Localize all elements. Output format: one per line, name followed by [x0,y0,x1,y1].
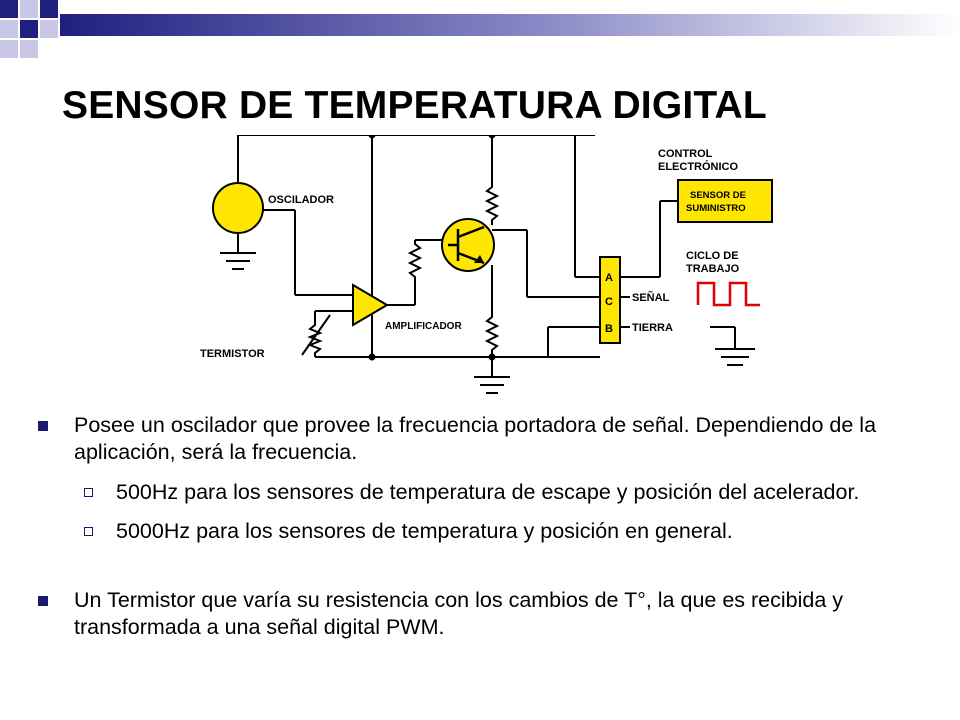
sub-bullet-item: 500Hz para los sensores de temperatura d… [38,479,938,506]
header-decoration [0,0,960,58]
pin-b-label: B [605,323,613,335]
supply-sensor-box [677,179,773,223]
bullet-list: Posee un oscilador que provee la frecuen… [38,412,938,654]
circuit-diagram: OSCILADOR AMPLIFICADOR TERMISTOR CONTROL… [200,135,773,394]
duty-label-line2: TRABAJO [686,263,740,275]
control-label-line2: ELECTRÓNICO [658,160,739,173]
supply-label-line2: SUMINISTRO [686,203,746,214]
amplifier-symbol [352,283,389,327]
square-bullet-icon [38,596,48,606]
bullet-item: Posee un oscilador que provee la frecuen… [38,412,938,466]
control-label-line1: CONTROL [658,148,713,160]
sub-bullet-text: 5000Hz para los sensores de temperatura … [116,519,733,543]
oscillator-symbol [212,182,264,234]
slide-title: SENSOR DE TEMPERATURA DIGITAL [62,84,767,127]
hollow-square-bullet-icon [84,527,93,536]
supply-label-line1: SENSOR DE [690,190,746,201]
bullet-text: Un Termistor que varía su resistencia co… [74,588,844,639]
sub-bullet-text: 500Hz para los sensores de temperatura d… [116,480,860,504]
sub-bullet-item: 5000Hz para los sensores de temperatura … [38,518,938,545]
pin-c-label: C [605,296,613,308]
duty-label-line1: CICLO DE [686,250,739,262]
connector-block [599,256,621,344]
oscillator-label: OSCILADOR [268,194,334,206]
square-bullet-icon [38,421,48,431]
pin-a-label: A [605,272,613,284]
thermistor-label: TERMISTOR [200,348,265,360]
pwm-waveform [696,281,760,307]
ground-label: TIERRA [632,322,673,334]
signal-label: SEÑAL [632,291,670,304]
bullet-text: Posee un oscilador que provee la frecuen… [74,413,877,464]
amplifier-label: AMPLIFICADOR [385,321,462,332]
hollow-square-bullet-icon [84,488,93,497]
bullet-item: Un Termistor que varía su resistencia co… [38,587,938,641]
